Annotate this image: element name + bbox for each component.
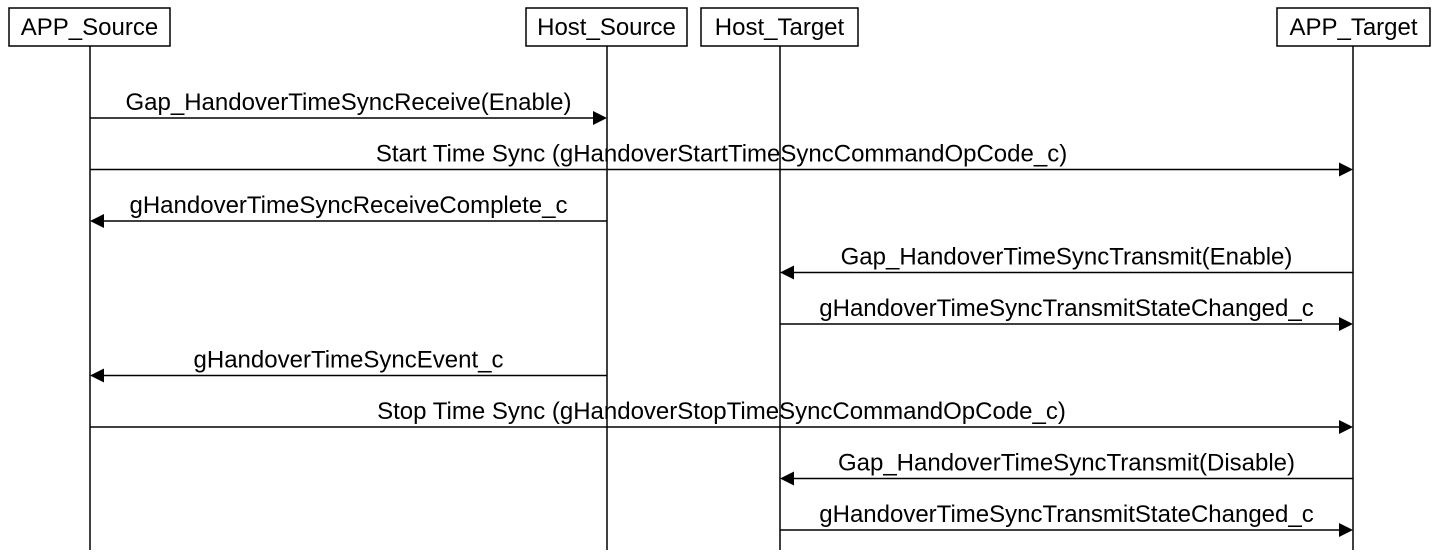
arrowhead-icon — [90, 214, 104, 228]
arrowhead-icon — [593, 111, 607, 125]
message-label: Gap_HandoverTimeSyncTransmit(Disable) — [838, 450, 1295, 477]
participant-box — [525, 7, 688, 47]
arrowhead-icon — [1339, 317, 1353, 331]
message-3: gHandoverTimeSyncReceiveComplete_c — [90, 192, 607, 228]
participant-box — [8, 7, 171, 47]
arrowhead-icon — [780, 471, 794, 486]
participant-app-target: APP_Target — [1276, 7, 1431, 47]
participant-label: APP_Target — [1289, 14, 1417, 41]
message-label: Start Time Sync (gHandoverStartTimeSyncC… — [376, 141, 1067, 168]
message-8: Gap_HandoverTimeSyncTransmit(Disable) — [780, 450, 1353, 486]
arrowhead-icon — [90, 368, 104, 383]
message-label: Gap_HandoverTimeSyncReceive(Enable) — [126, 89, 572, 116]
message-4: Gap_HandoverTimeSyncTransmit(Enable) — [780, 244, 1353, 280]
participant-app-source: APP_Source — [8, 7, 171, 47]
arrowhead-icon — [1339, 162, 1353, 177]
message-7: Stop Time Sync (gHandoverStopTimeSyncCom… — [90, 398, 1353, 434]
message-1: Gap_HandoverTimeSyncReceive(Enable) — [90, 89, 607, 125]
message-5: gHandoverTimeSyncTransmitStateChanged_c — [780, 295, 1353, 331]
participant-label: Host_Source — [537, 14, 676, 41]
participant-host-target: Host_Target — [700, 7, 859, 47]
participant-box — [1276, 7, 1431, 47]
message-label: Gap_HandoverTimeSyncTransmit(Enable) — [841, 244, 1293, 271]
participant-label: Host_Target — [715, 14, 845, 41]
participant-host-source: Host_Source — [525, 7, 688, 47]
message-label: gHandoverTimeSyncTransmitStateChanged_c — [819, 295, 1313, 322]
arrowhead-icon — [780, 265, 794, 280]
arrowhead-icon — [1339, 420, 1353, 434]
message-9: gHandoverTimeSyncTransmitStateChanged_c — [780, 501, 1353, 537]
message-label: gHandoverTimeSyncReceiveComplete_c — [130, 192, 568, 219]
message-label: gHandoverTimeSyncTransmitStateChanged_c — [819, 501, 1313, 528]
participant-box — [700, 7, 859, 47]
message-label: Stop Time Sync (gHandoverStopTimeSyncCom… — [377, 398, 1066, 425]
message-label: gHandoverTimeSyncEvent_c — [194, 347, 504, 374]
arrowhead-icon — [1339, 523, 1353, 537]
message-6: gHandoverTimeSyncEvent_c — [90, 347, 607, 383]
participant-label: APP_Source — [21, 14, 158, 41]
message-2: Start Time Sync (gHandoverStartTimeSyncC… — [90, 141, 1353, 177]
